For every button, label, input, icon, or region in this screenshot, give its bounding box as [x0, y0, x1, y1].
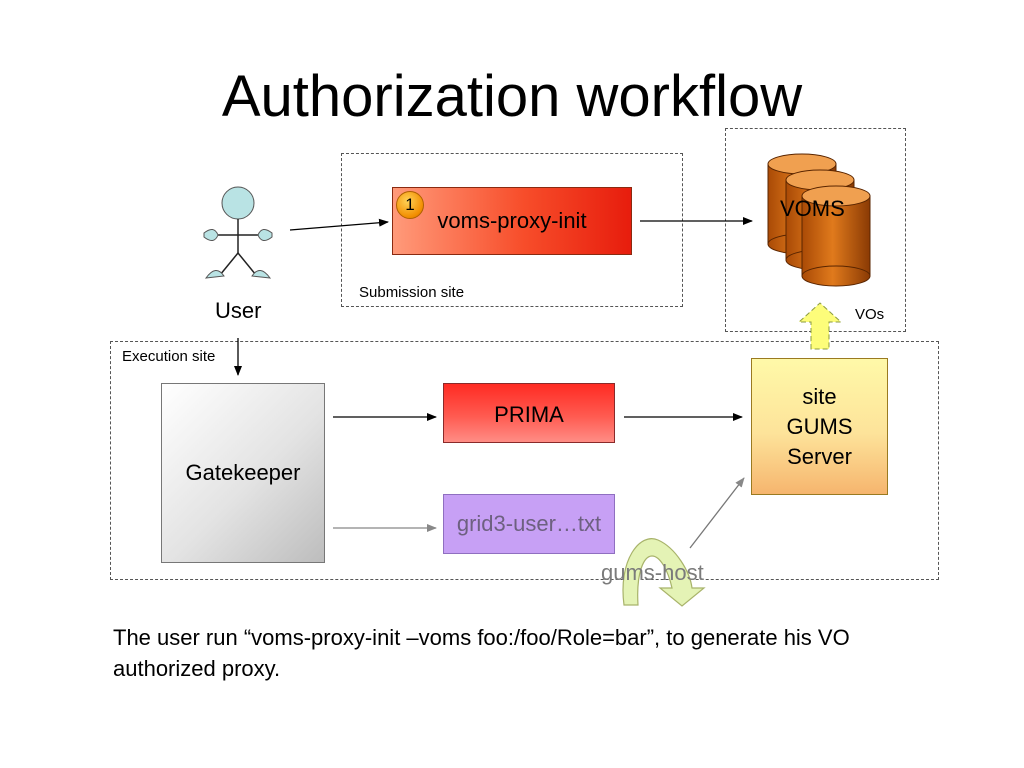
grid3-user-file-box: grid3-user…txt — [443, 494, 615, 554]
gums-host-label: gums-host — [601, 560, 704, 585]
gatekeeper-box: Gatekeeper — [161, 383, 325, 563]
execution-site-label: Execution site — [122, 348, 216, 365]
arrow-gums-host-to-gums — [689, 477, 745, 549]
gums-to-voms-block-arrow — [797, 302, 843, 350]
gums-server-line2: GUMS — [786, 413, 853, 439]
voms-database-icon — [767, 153, 871, 287]
voms-proxy-init-label: voms-proxy-init — [437, 208, 587, 233]
submission-site-label: Submission site — [359, 284, 465, 301]
prima-box: PRIMA — [443, 383, 615, 443]
user-label: User — [215, 298, 262, 323]
grid3-user-file-label: grid3-user…txt — [456, 511, 602, 536]
voms-label: VOMS — [780, 196, 845, 221]
vos-label: VOs — [855, 306, 885, 323]
prima-label: PRIMA — [494, 402, 564, 427]
gums-server-line3: Server — [787, 443, 852, 469]
voms-proxy-init-box: voms-proxy-init — [392, 187, 632, 255]
execution-site-box — [110, 341, 939, 580]
gums-server-box: site GUMS Server — [751, 358, 888, 495]
step-number-badge: 1 — [396, 191, 424, 219]
gatekeeper-label: Gatekeeper — [185, 460, 301, 485]
user-figure-icon — [203, 186, 273, 279]
caption-text: The user run “voms-proxy-init –voms foo:… — [113, 625, 850, 681]
submission-site-box — [341, 153, 683, 307]
gums-server-line1: site — [802, 383, 837, 409]
arrow-user-to-voms-proxy-init — [289, 218, 389, 231]
gums-host-curved-arrow-icon — [622, 538, 706, 607]
page-title: Authorization workflow — [221, 64, 803, 129]
